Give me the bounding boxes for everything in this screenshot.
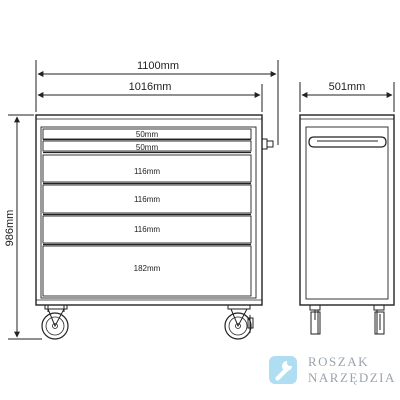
left-caster-wheel: [41, 304, 69, 340]
side-caster-right: [373, 304, 385, 335]
roszak-logo: ROSZAK NARZĘDZIA: [268, 354, 394, 386]
drawer-6: [42, 245, 252, 297]
drawer-6-label: 182mm: [134, 264, 161, 273]
side-body: [299, 114, 395, 306]
drawer-3-label: 116mm: [134, 167, 160, 176]
drawer-5-label: 116mm: [134, 225, 160, 234]
side-inner-frame: [305, 126, 389, 300]
front-view: [35, 114, 274, 340]
side-handle: [261, 138, 268, 150]
wrench-icon: [269, 356, 297, 384]
drawer-2-label: 50mm: [136, 143, 159, 152]
side-caster-left: [309, 304, 321, 335]
right-caster-wheel: [224, 304, 254, 340]
drawer-3: [42, 154, 252, 183]
logo-line-2: NARZĘDZIA: [308, 370, 396, 385]
body-width-label: 1016mm: [129, 81, 172, 93]
side-view: [299, 114, 395, 335]
top-handle: [308, 136, 387, 148]
drawer-2: [42, 140, 252, 152]
cabinet-body: [35, 114, 263, 306]
depth-label: 501mm: [329, 81, 366, 93]
height-label: 986mm: [4, 210, 16, 247]
cabinet-inner-frame: [40, 126, 257, 299]
drawer-5: [42, 215, 252, 244]
drawer-4-label: 116mm: [134, 195, 160, 204]
overall-width-label: 1100mm: [137, 60, 179, 72]
drawer-4: [42, 184, 252, 214]
drawer-1-label: 50mm: [136, 130, 159, 139]
logo-line-1: ROSZAK: [308, 354, 370, 369]
